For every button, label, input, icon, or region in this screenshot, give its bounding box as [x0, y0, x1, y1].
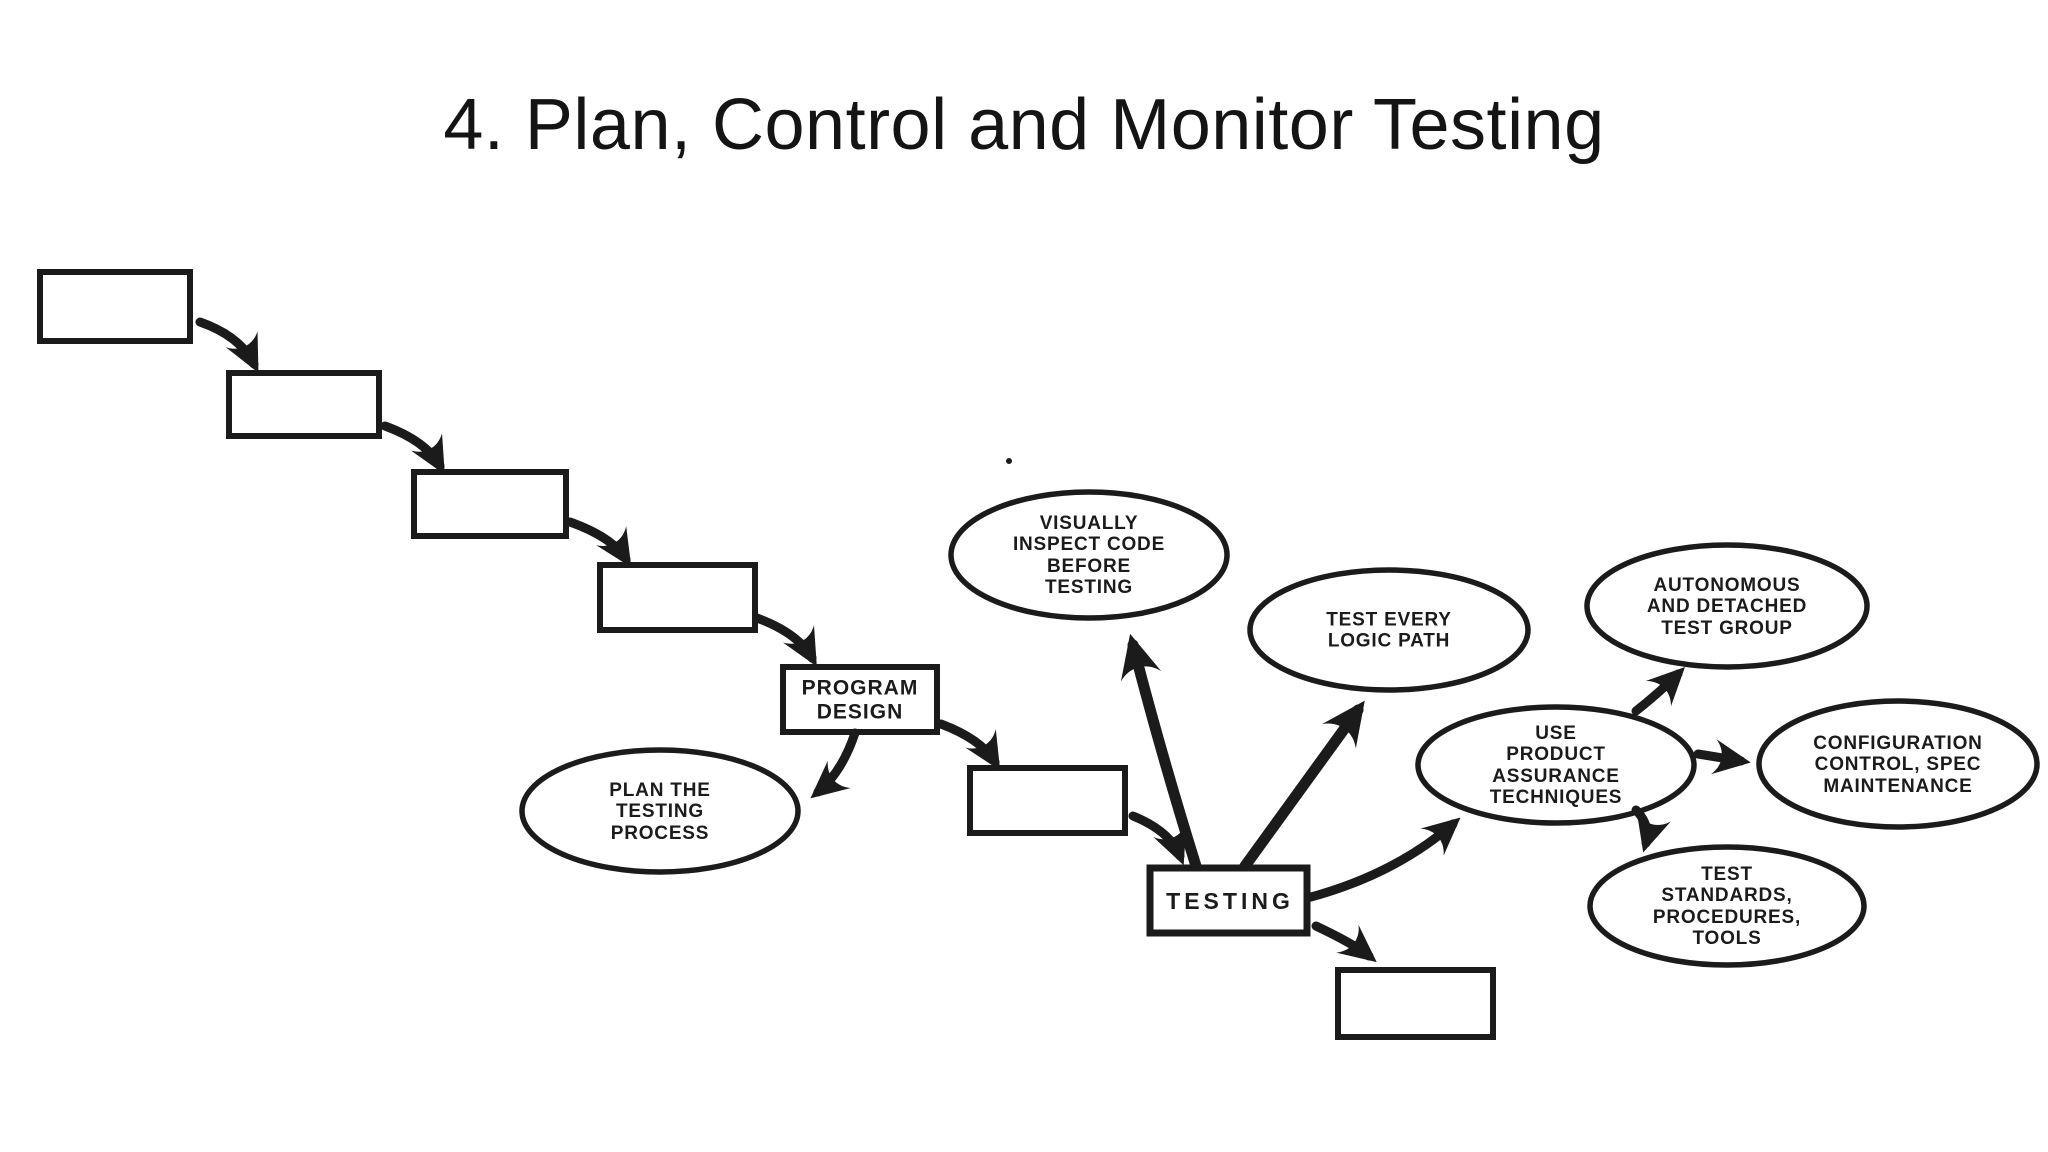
arrow-testing-use-product [1306, 817, 1461, 902]
waterfall-box-2 [226, 370, 382, 439]
test-every-logic-path-ellipse [1247, 567, 1531, 693]
plan-testing-process-ellipse [519, 747, 801, 875]
arrow-box1-box2 [195, 317, 259, 373]
arrow-use-product-configuration [1693, 739, 1751, 775]
arrow-box3-box4 [565, 517, 632, 568]
artifact-dot [1006, 458, 1012, 464]
program-design-label: PROGRAM DESIGN [801, 676, 919, 723]
arrow-box4-program-design [752, 613, 817, 667]
use-product-assurance-label: USE PRODUCT ASSURANCE TECHNIQUES [1489, 723, 1623, 809]
testing-label: TESTING [1166, 888, 1294, 915]
arrow-testing-box6 [1311, 921, 1377, 963]
test-standards-ellipse [1587, 844, 1867, 968]
waterfall-box-6 [1335, 967, 1496, 1040]
autonomous-test-group-ellipse [1584, 542, 1870, 670]
arrow-use-product-autonomous [1631, 667, 1686, 716]
waterfall-box-1 [37, 269, 193, 344]
waterfall-box-5 [967, 765, 1128, 836]
visually-inspect-ellipse [948, 489, 1230, 621]
program-design-box [780, 664, 940, 735]
autonomous-test-group-label: AUTONOMOUS AND DETACHED TEST GROUP [1646, 574, 1808, 639]
waterfall-box-3 [411, 469, 569, 539]
visually-inspect-label: VISUALLY INSPECT CODE BEFORE TESTING [1012, 513, 1166, 599]
arrow-testing-visually-inspect [1120, 633, 1202, 872]
arrow-program-design-plan-testing [810, 728, 860, 799]
waterfall-box-4 [597, 562, 758, 633]
arrow-testing-test-every [1239, 700, 1365, 872]
arrow-box5-testing [1128, 811, 1187, 866]
test-every-logic-path-label: TEST EVERY LOGIC PATH [1326, 609, 1452, 652]
use-product-assurance-ellipse [1415, 704, 1697, 826]
arrow-box2-box3 [380, 421, 445, 475]
configuration-control-label: CONFIGURATION CONTROL, SPEC MAINTENANCE [1813, 732, 1983, 797]
configuration-control-ellipse [1756, 698, 2040, 830]
testing-box [1146, 864, 1311, 937]
arrow-program-design-box5 [936, 719, 1001, 771]
arrow-use-product-test-standards [1631, 805, 1671, 853]
plan-testing-process-label: PLAN THE TESTING PROCESS [609, 779, 711, 844]
test-standards-label: TEST STANDARDS, PROCEDURES, TOOLS [1652, 864, 1802, 950]
page-title: 4. Plan, Control and Monitor Testing [443, 85, 1605, 165]
